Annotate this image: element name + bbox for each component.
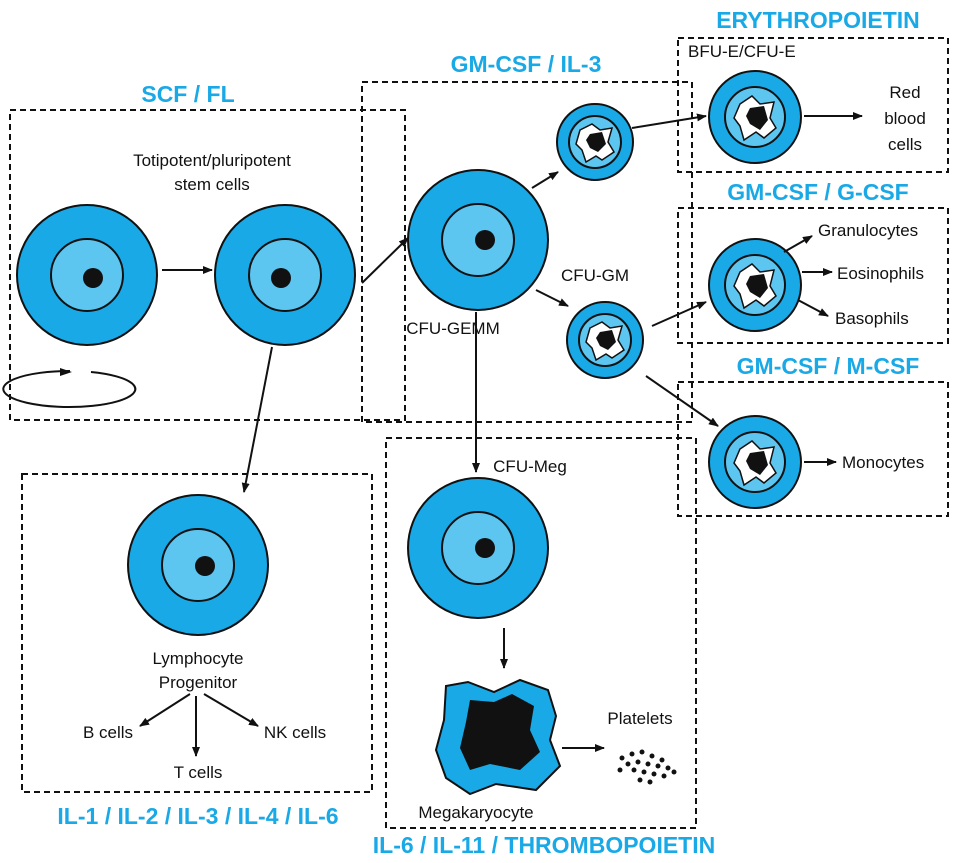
- lymphocyte-label-line2: Progenitor: [159, 673, 238, 692]
- platelet-dots: [617, 749, 677, 785]
- granulocytes-label: Granulocytes: [818, 221, 918, 240]
- lymphocyte-label-line1: Lymphocyte: [152, 649, 243, 668]
- interleukins-label: IL-1 / IL-2 / IL-3 / IL-4 / IL-6: [57, 803, 338, 829]
- cfu-meg-label: CFU-Meg: [493, 457, 567, 476]
- arrow-to-b-cells: [139, 693, 191, 727]
- arrow-cfu-e-to-bfu-e: [631, 113, 707, 129]
- t-cells-label: T cells: [174, 763, 223, 782]
- interleukin-region: [21, 473, 373, 793]
- b-cells-label: B cells: [83, 723, 133, 742]
- arrow-gm-to-granulocyte-precursor: [651, 301, 707, 327]
- arrow-gemm-to-cfu-gm: [535, 289, 569, 307]
- eosinophils-label: Eosinophils: [837, 264, 924, 283]
- cfu-gemm-cell: [407, 169, 549, 311]
- cfu-meg-cell: [407, 477, 549, 619]
- arrow-to-nk-cells: [203, 693, 259, 727]
- granulocyte-precursor-cell: [708, 238, 802, 332]
- cfu-gm-label: CFU-GM: [561, 266, 629, 285]
- arrow-gemm-to-cfu-e: [531, 171, 559, 189]
- cfu-e-precursor-cell: [556, 103, 634, 181]
- red-blood-cells-label-3: cells: [888, 135, 922, 154]
- arrow-to-granulocytes: [783, 235, 813, 253]
- gm-m-csf-label: GM-CSF / M-CSF: [737, 353, 920, 379]
- gm-il3-region: [361, 81, 693, 423]
- erythropoietin-label: ERYTHROPOIETIN: [716, 7, 920, 33]
- self-renewal-loop: [2, 368, 137, 408]
- scf-fl-region: [9, 109, 406, 421]
- basophils-label: Basophils: [835, 309, 909, 328]
- cfu-gm-cell: [566, 301, 644, 379]
- megakaryocyte-label: Megakaryocyte: [418, 803, 533, 822]
- gm-g-csf-region: [677, 207, 949, 344]
- red-blood-cells-label-2: blood: [884, 109, 926, 128]
- arrow-stem2-to-lymphocyte: [241, 346, 273, 493]
- red-blood-cells-label-1: Red: [889, 83, 920, 102]
- erythropoietin-region: [677, 37, 949, 173]
- nk-cells-label: NK cells: [264, 723, 326, 742]
- gm-m-csf-region: [677, 381, 949, 517]
- stem-cells-label-line2: stem cells: [174, 175, 250, 194]
- arrow-to-basophils: [797, 299, 829, 317]
- gm-g-csf-label: GM-CSF / G-CSF: [727, 179, 908, 205]
- megakaryocyte-cell: [434, 678, 562, 796]
- thrombopoietin-label: IL-6 / IL-11 / THROMBOPOIETIN: [373, 832, 715, 858]
- thrombopoietin-region: [385, 437, 697, 829]
- stem-cell-2: [214, 204, 356, 346]
- cfu-gemm-label: CFU-GEMM: [406, 319, 499, 338]
- bfu-cfu-e-label: BFU-E/CFU-E: [688, 42, 796, 61]
- platelets-label: Platelets: [607, 709, 672, 728]
- monocytes-label: Monocytes: [842, 453, 924, 472]
- stem-cell-1: [16, 204, 158, 346]
- bfu-e-cell: [708, 70, 802, 164]
- arrow-stem2-to-cfu-gemm: [361, 237, 409, 284]
- lymphocyte-progenitor-cell: [127, 494, 269, 636]
- gm-il3-label: GM-CSF / IL-3: [451, 51, 602, 77]
- stem-cells-label-line1: Totipotent/pluripotent: [133, 151, 291, 170]
- scf-fl-label: SCF / FL: [141, 81, 234, 107]
- monocyte-precursor-cell: [708, 415, 802, 509]
- arrow-gm-to-monocyte-precursor: [645, 375, 719, 427]
